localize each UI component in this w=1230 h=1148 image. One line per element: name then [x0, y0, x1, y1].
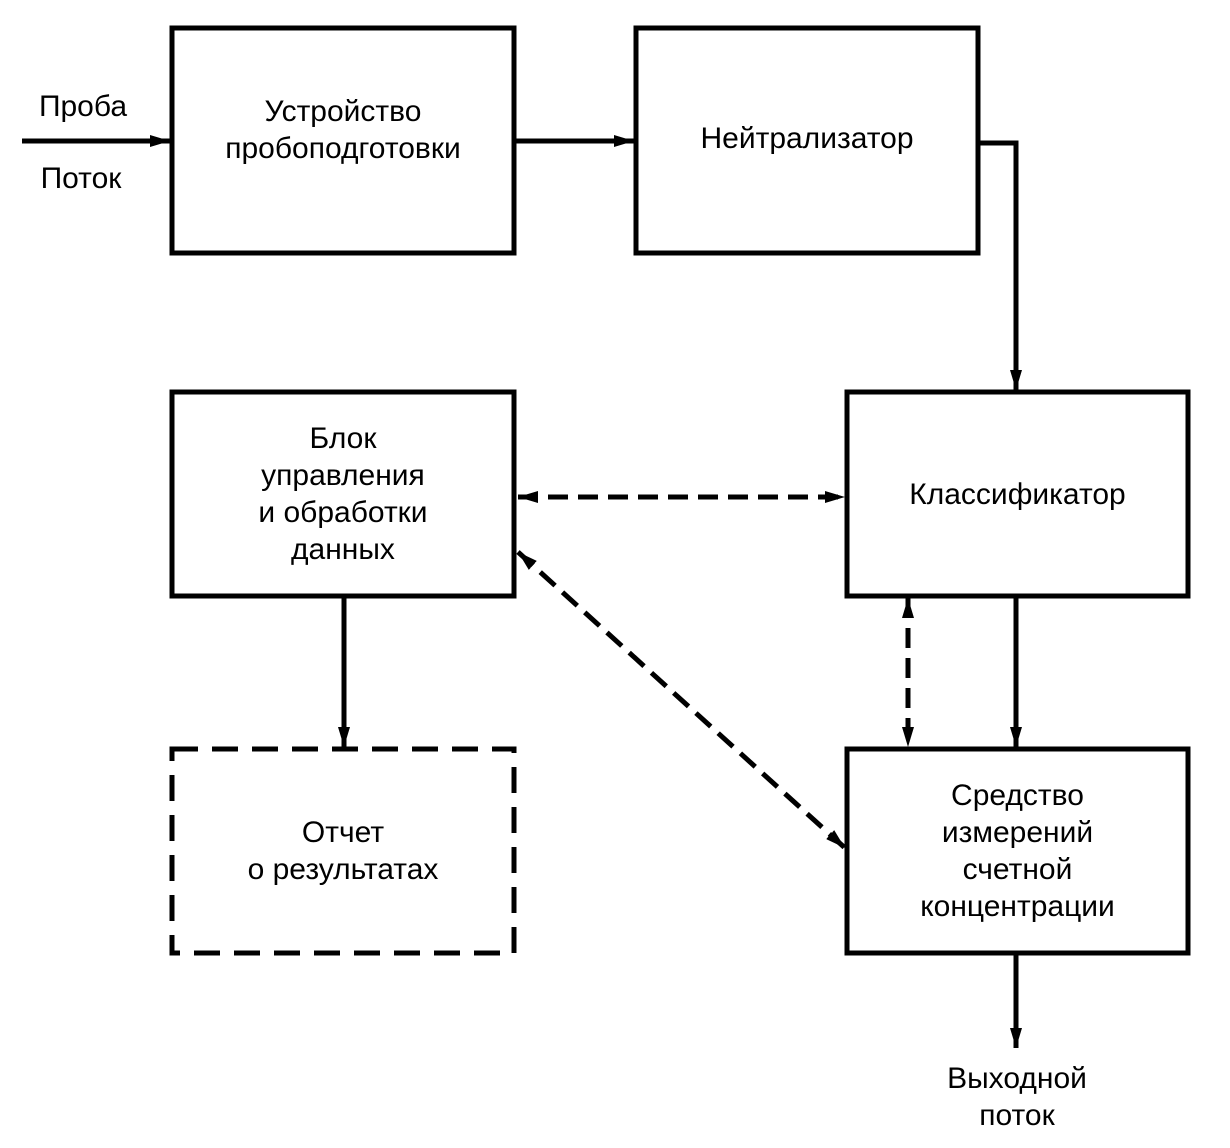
block-neutralizer: [633, 25, 981, 256]
block-neutralizer-label: Нейтрализатор: [700, 122, 914, 155]
block-classifier: [844, 389, 1191, 599]
block-classifier-label: Классификатор: [909, 477, 1126, 511]
dashed-arrow-control-unit-counter: [516, 550, 847, 850]
arrow-neutralizer-to-classifier: [980, 140, 1022, 390]
block-control-unit-label: Блок управления и обработки данных: [258, 422, 428, 566]
block-report: [169, 746, 517, 956]
block-counter: [844, 746, 1191, 956]
block-sample-prep-label: Устройство пробоподготовки: [225, 94, 461, 165]
input-label-flow: Поток: [40, 162, 122, 195]
output-label: Выходной поток: [947, 1062, 1087, 1132]
block-sample-prep: [169, 25, 517, 256]
input-label-sample: Проба: [38, 90, 128, 123]
block-counter-label: Средство измерений счетной концентрации: [920, 779, 1115, 923]
block-report-label: Отчет о результатах: [247, 816, 439, 886]
block-control-unit: [169, 389, 517, 599]
